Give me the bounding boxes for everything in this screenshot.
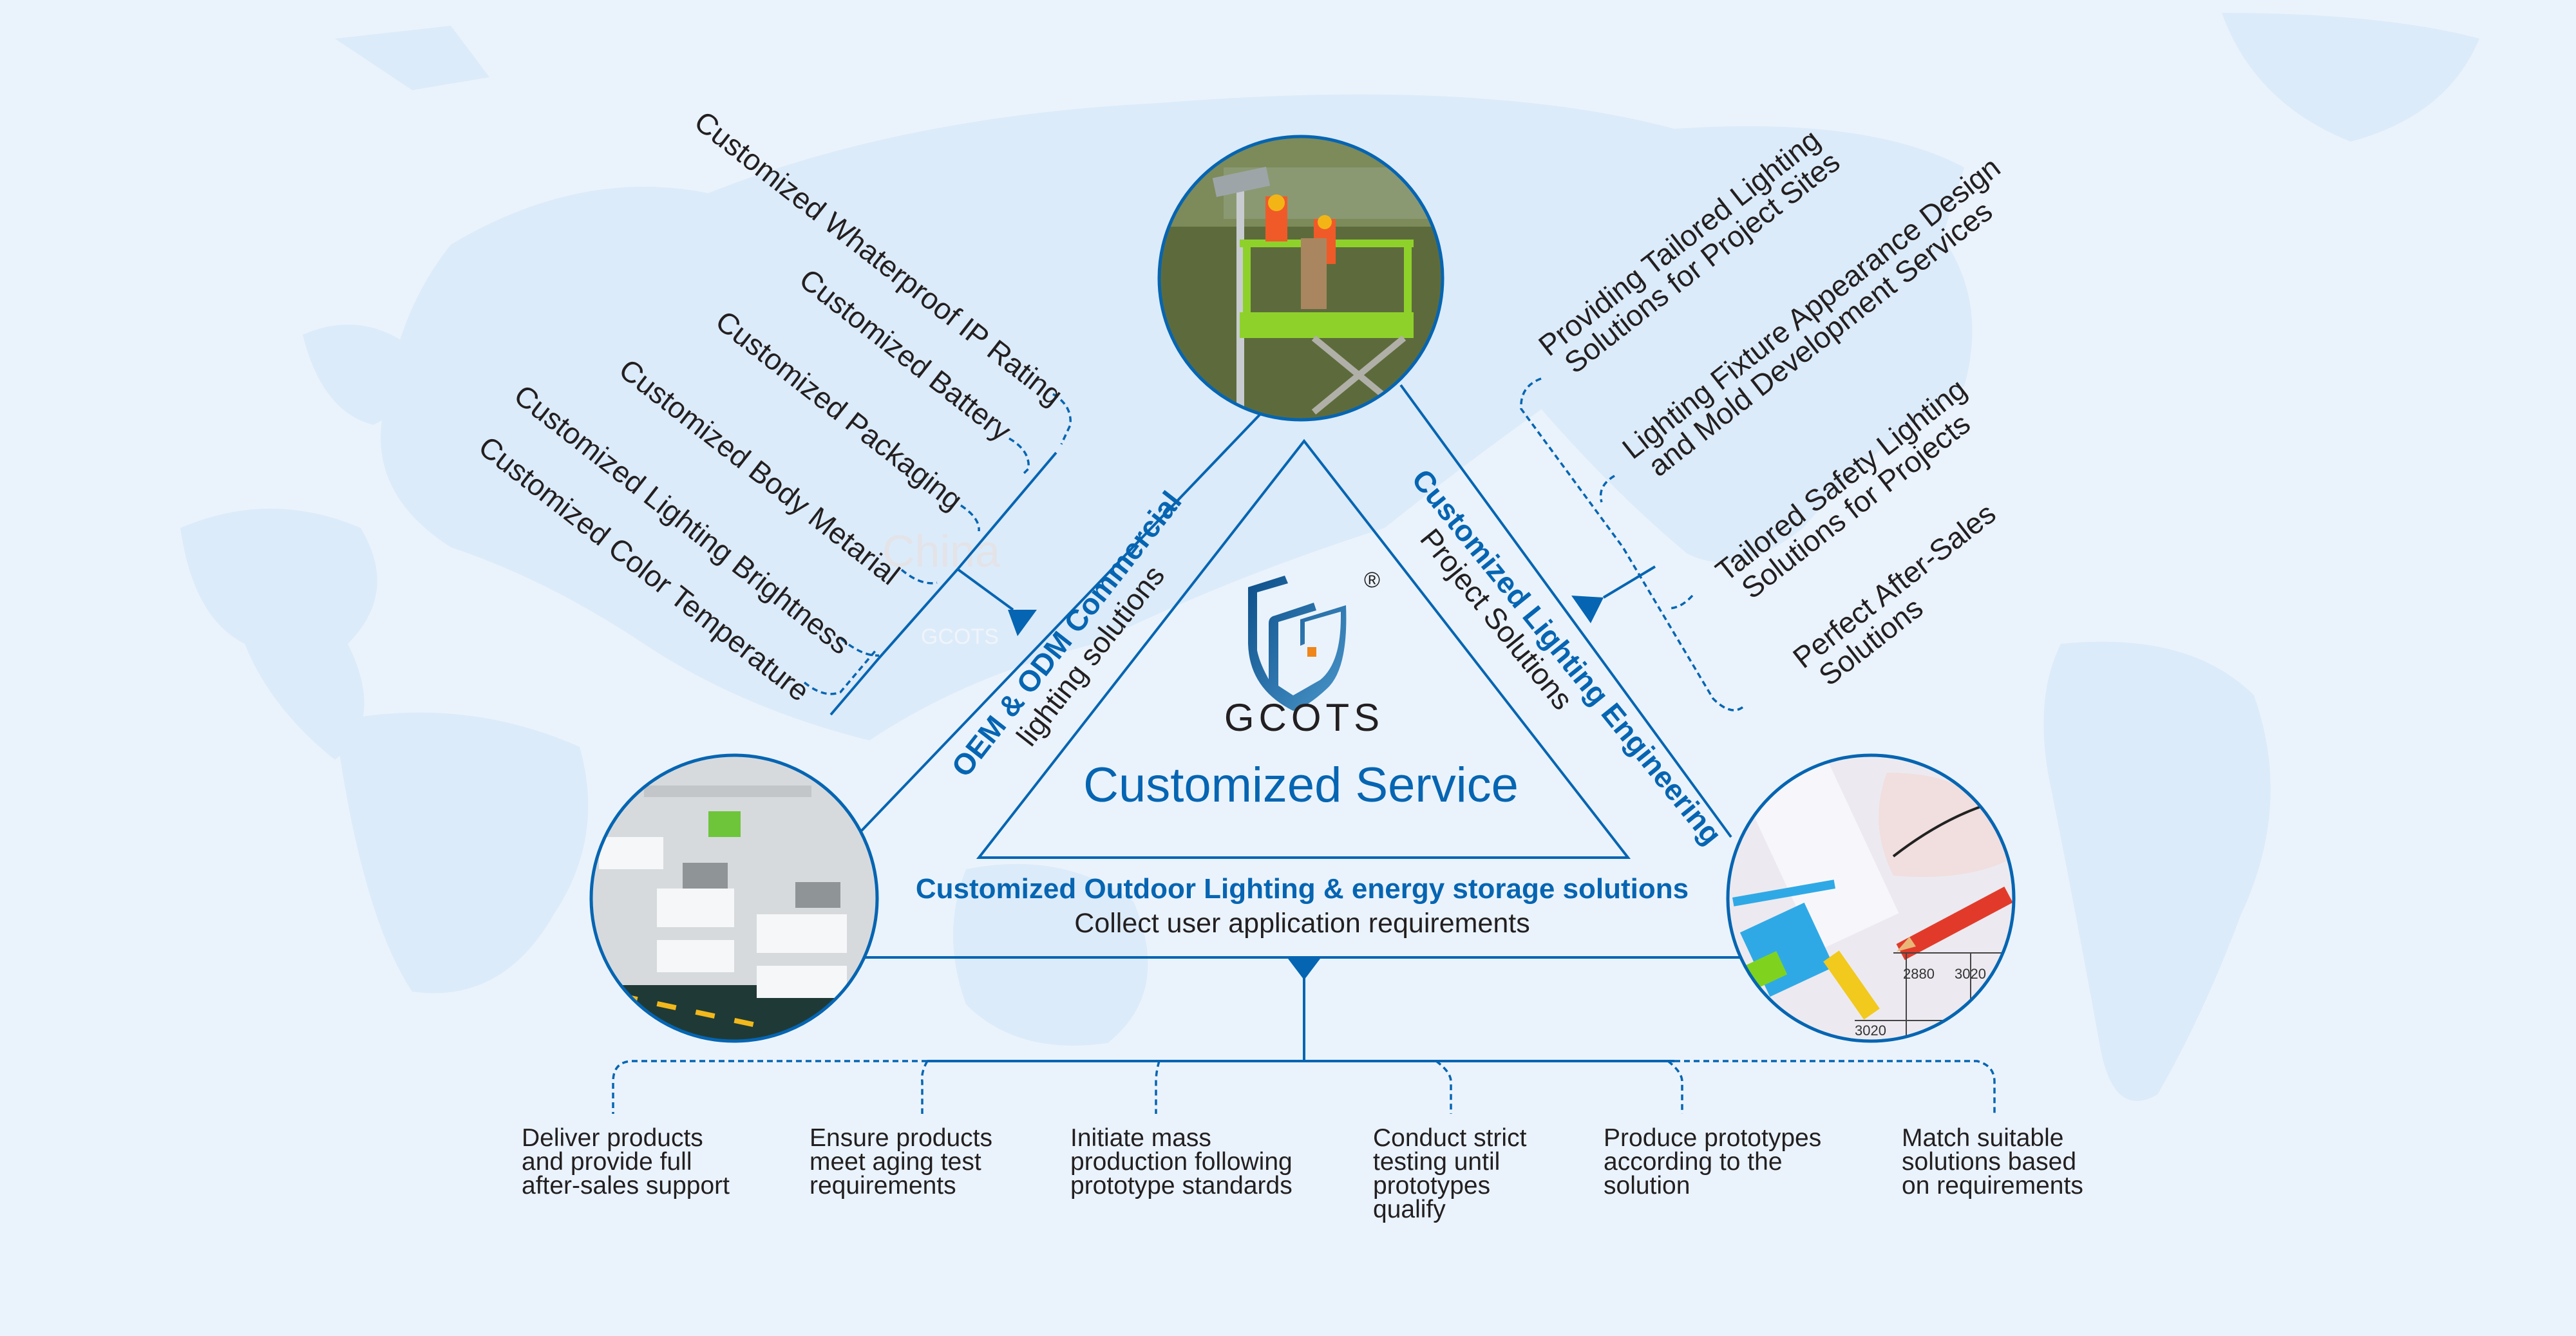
bottom-step-line: solution	[1604, 1172, 1690, 1200]
bottom-step-line: prototype standards	[1070, 1172, 1293, 1200]
registered-mark: ®	[1364, 568, 1380, 592]
bottom-heading: Customized Outdoor Lighting & energy sto…	[916, 873, 1689, 905]
shield-icon	[1248, 576, 1347, 711]
map-label-china: China	[882, 526, 1000, 576]
bottom-step-line: on requirements	[1902, 1172, 2083, 1200]
bottom-step-line: meet aging test	[810, 1148, 981, 1176]
left-marker-icon	[1008, 610, 1037, 636]
left-branch-connector	[829, 451, 1057, 716]
bottom-step-line: requirements	[810, 1172, 956, 1200]
bottom-step-line: Produce prototypes	[1604, 1124, 1821, 1152]
bottom-step-line: prototypes	[1373, 1172, 1490, 1200]
right-marker-icon	[1571, 596, 1604, 623]
svg-text:2880: 2880	[1903, 966, 1935, 982]
map-label-gcots: GCOTS	[921, 625, 999, 649]
bottom-step-line: Conduct strict	[1373, 1124, 1527, 1152]
logo-orange-square	[1307, 647, 1316, 657]
svg-text:3020: 3020	[1855, 1022, 1886, 1039]
bottom-step-line: according to the	[1604, 1148, 1783, 1176]
svg-text:3020: 3020	[1955, 966, 1986, 982]
outer-triangle	[857, 384, 1745, 959]
inner-triangle	[976, 438, 1631, 859]
photo-blueprint-tools: 2880 3020 3020	[1728, 755, 2014, 1041]
bottom-branch-connector	[612, 959, 1996, 1114]
photo-frame-bottom-right	[1726, 753, 2016, 1043]
right-branch-connector	[1571, 565, 1656, 623]
bottom-step-line: solutions based	[1902, 1148, 2076, 1176]
bottom-step-line: Deliver products	[522, 1124, 703, 1152]
bottom-step-line: Initiate mass	[1070, 1124, 1211, 1152]
center-title: Customized Service	[1083, 758, 1519, 813]
left-dashed-brackets	[803, 393, 1072, 695]
gcots-logo: ® GCOTS	[1224, 568, 1384, 739]
bottom-step-line: after-sales support	[522, 1172, 730, 1200]
bottom-step-line: testing until	[1373, 1148, 1500, 1176]
photo-frame-top	[1157, 135, 1444, 422]
bottom-step-line: production following	[1070, 1148, 1293, 1176]
bottom-subheading: Collect user application requirements	[1074, 908, 1530, 939]
brand-name: GCOTS	[1224, 696, 1384, 739]
right-dashed-brackets	[1520, 377, 1747, 711]
photo-frame-bottom-left	[589, 753, 879, 1043]
bottom-step-line: qualify	[1373, 1196, 1446, 1223]
bottom-step-line: Ensure products	[810, 1124, 992, 1152]
bottom-step-line: and provide full	[522, 1148, 692, 1176]
bottom-step-line: Match suitable	[1902, 1124, 2063, 1152]
